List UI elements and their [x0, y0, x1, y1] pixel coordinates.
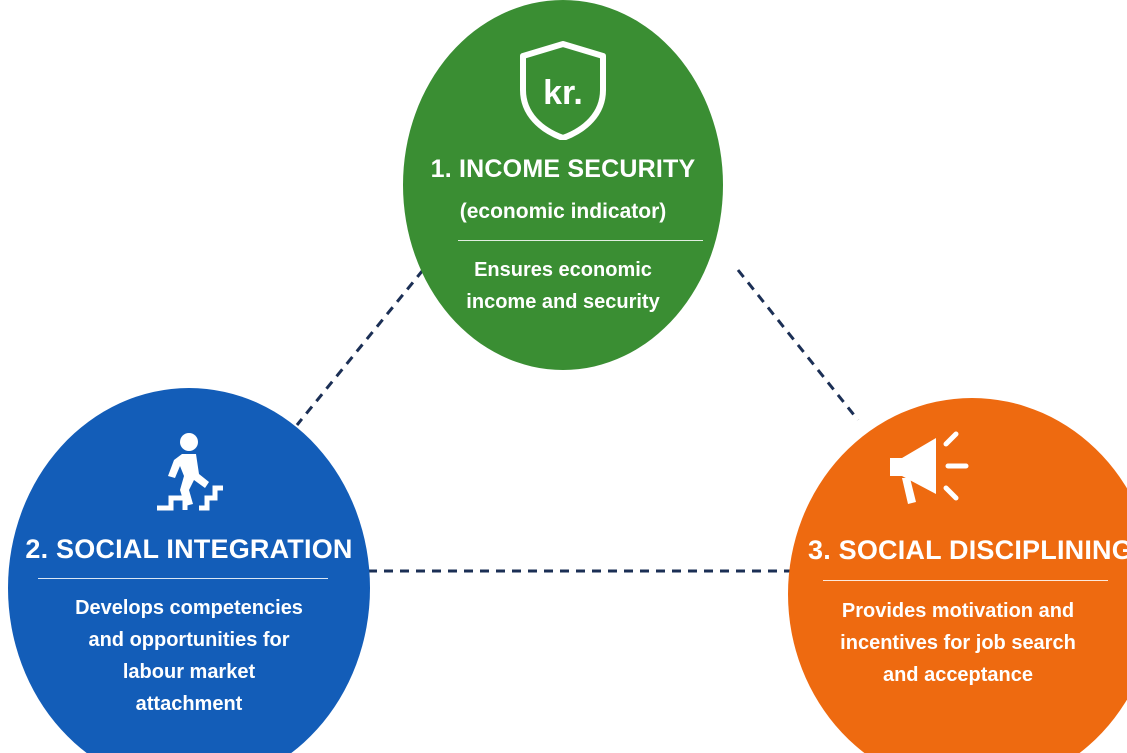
- connector-income-integration: [295, 269, 425, 426]
- social-disciplining-desc-line: Provides motivation and: [841, 600, 1075, 622]
- social-disciplining-desc-line: incentives for job search: [840, 632, 1076, 654]
- income-security-divider: [458, 240, 703, 241]
- income-security-description: Ensures economic income and security: [403, 254, 723, 318]
- social-integration-desc-line: labour market: [122, 661, 256, 683]
- stairs-climber-icon: [149, 432, 229, 517]
- connector-income-disciplining: [736, 269, 860, 421]
- social-integration-title: 2. SOCIAL INTEGRATION: [25, 534, 353, 564]
- income-security-title: 1. INCOME SECURITY: [430, 155, 696, 183]
- social-disciplining-description: Provides motivation and incentives for j…: [778, 595, 1127, 691]
- social-integration-desc-line: Develops competencies: [75, 597, 303, 619]
- shield-kr-text: kr.: [543, 74, 583, 112]
- social-disciplining-circle: 3. SOCIAL DISCIPLINING Provides motivati…: [788, 398, 1127, 753]
- social-integration-description: Develops competencies and opportunities …: [8, 592, 370, 720]
- shield-kr-icon: kr.: [515, 40, 611, 145]
- income-security-subtitle: (economic indicator): [459, 200, 667, 223]
- income-security-desc-line: income and security: [466, 291, 660, 313]
- social-integration-desc-line: attachment: [135, 693, 243, 715]
- social-disciplining-title: 3. SOCIAL DISCIPLINING: [808, 535, 1127, 565]
- social-disciplining-divider: [823, 580, 1108, 581]
- income-security-desc-line: Ensures economic: [474, 259, 652, 281]
- social-integration-circle: 2. SOCIAL INTEGRATION Develops competenc…: [8, 388, 370, 753]
- social-integration-desc-line: and opportunities for: [88, 629, 290, 651]
- social-integration-divider: [38, 578, 328, 579]
- income-security-circle: kr. 1. INCOME SECURITY (economic indicat…: [403, 0, 723, 370]
- megaphone-icon: [880, 428, 976, 517]
- social-disciplining-desc-line: and acceptance: [882, 664, 1034, 686]
